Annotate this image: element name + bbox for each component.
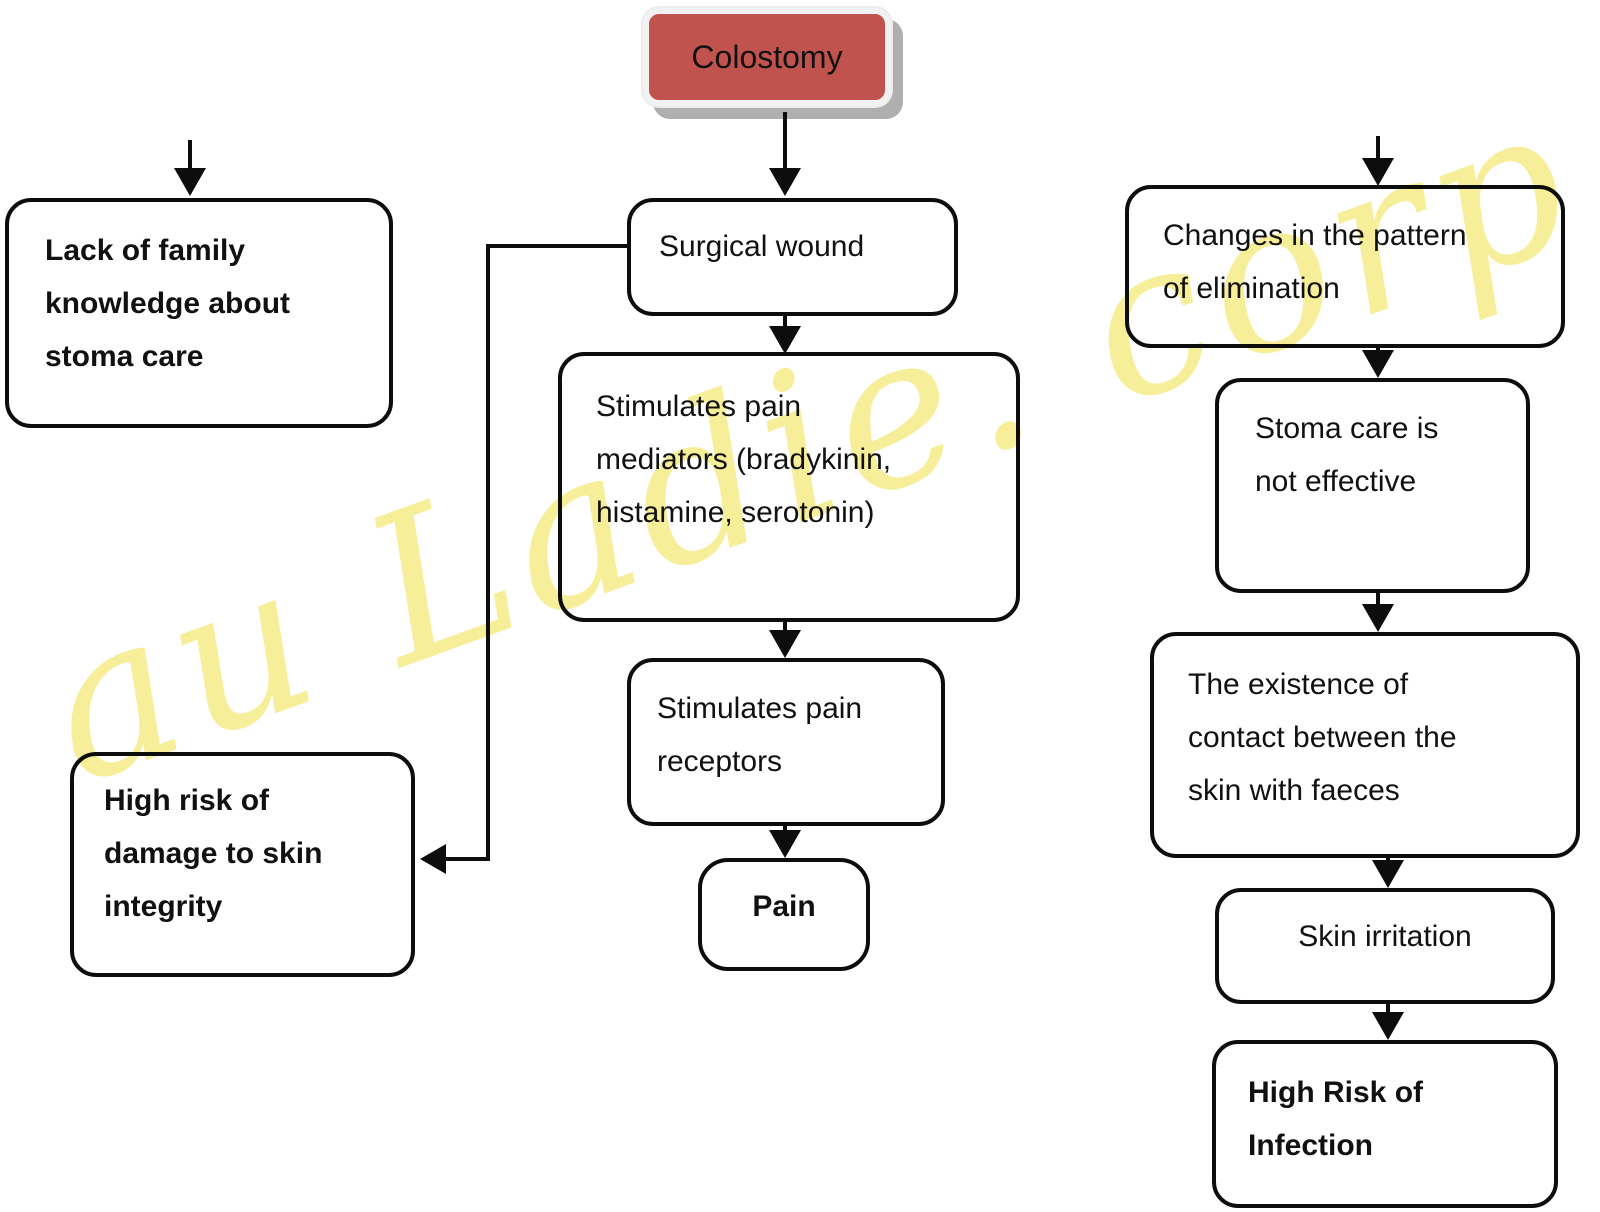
arrow-stoma-care-to-contact-line (1376, 591, 1380, 606)
node-skin-irritation: Skin irritation (1215, 888, 1555, 1004)
node-skin-faeces-contact: The existence of contact between the ski… (1150, 632, 1580, 858)
arrow-into-elimination-head (1362, 158, 1394, 186)
arrow-colostomy-to-surgical-wound-line (783, 112, 787, 170)
arrow-stoma-care-to-contact-head (1362, 604, 1394, 632)
arrow-receptors-to-pain-head (769, 830, 801, 858)
arrow-into-elimination-line (1376, 136, 1380, 160)
arrow-colostomy-to-surgical-wound-head (769, 168, 801, 196)
arrow-irritation-to-infection-head (1372, 1012, 1404, 1040)
arrow-receptors-to-pain-line (783, 824, 787, 834)
connector-surgical-to-skin-integrity-bottom (444, 857, 490, 861)
arrow-mediators-to-receptors-head (769, 630, 801, 658)
arrow-into-family-knowledge-head (174, 168, 206, 196)
node-surgical-wound: Surgical wound (627, 198, 958, 316)
node-elimination-pattern: Changes in the pattern of elimination (1125, 185, 1565, 348)
node-pain: Pain (698, 858, 870, 971)
connector-surgical-to-skin-integrity-vertical (486, 244, 490, 861)
connector-surgical-to-skin-integrity-top (486, 244, 627, 248)
arrow-elimination-to-stoma-care-head (1362, 350, 1394, 378)
arrow-surgical-wound-to-mediators-head (769, 326, 801, 354)
connector-surgical-to-skin-integrity-head (420, 844, 446, 874)
node-colostomy: Colostomy (643, 8, 891, 106)
node-skin-integrity: High risk of damage to skin integrity (70, 752, 415, 977)
arrow-into-family-knowledge-line (188, 140, 192, 170)
node-pain-receptors: Stimulates pain receptors (627, 658, 945, 826)
node-infection-risk: High Risk of Infection (1212, 1040, 1558, 1208)
node-pain-mediators: Stimulates pain mediators (bradykinin, h… (558, 352, 1020, 622)
arrow-contact-to-irritation-head (1372, 860, 1404, 888)
node-stoma-care: Stoma care is not effective (1215, 378, 1530, 593)
node-colostomy-label: Colostomy (691, 38, 843, 75)
node-family-knowledge: Lack of family knowledge about stoma car… (5, 198, 393, 428)
arrow-irritation-to-infection-line (1386, 1002, 1390, 1014)
arrow-mediators-to-receptors-line (783, 620, 787, 632)
arrow-surgical-wound-to-mediators-line (783, 314, 787, 328)
